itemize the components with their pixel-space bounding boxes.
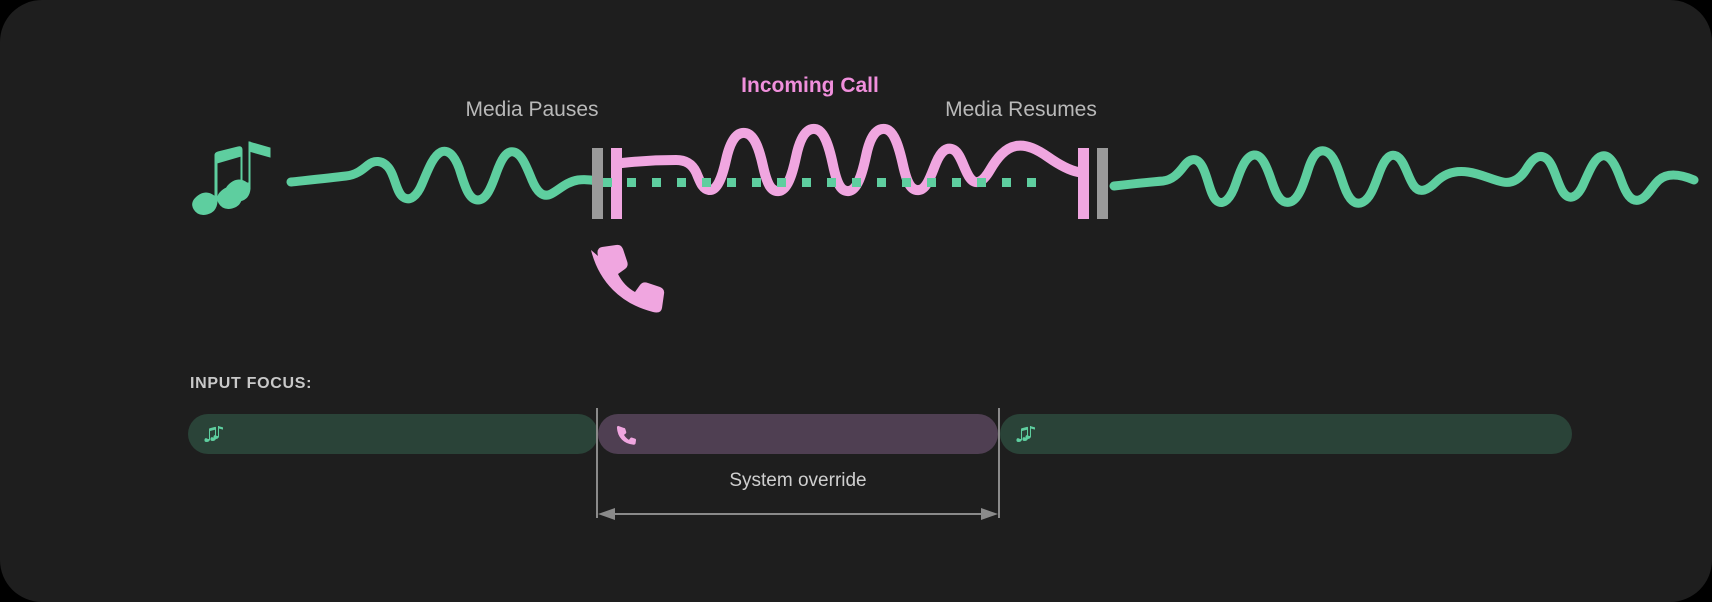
phone-icon [616, 425, 636, 445]
input-focus-heading: INPUT FOCUS: [190, 375, 313, 392]
media-resumes-label: Media Resumes [945, 98, 1097, 121]
focus-track-media-2[interactable] [1000, 414, 1572, 454]
pause-marker-gray [592, 148, 603, 219]
resume-marker-gray [1097, 148, 1108, 219]
music-notes-icon [1016, 426, 1035, 442]
focus-track-media-1[interactable] [188, 414, 598, 454]
music-notes-icon [204, 426, 223, 442]
media-waveform-right [1109, 146, 1699, 208]
override-arrow-head-left [598, 508, 615, 520]
media-waveform-left [286, 146, 602, 205]
music-notes-icon [192, 141, 271, 215]
call-waveform [617, 123, 1083, 197]
focus-track-call[interactable] [598, 414, 998, 454]
pause-marker-pink [611, 148, 622, 219]
incoming-call-label: Incoming Call [741, 74, 879, 97]
system-override-label: System override [729, 470, 867, 491]
phone-icon [591, 244, 665, 313]
input-focus-section: INPUT FOCUS: [0, 330, 1712, 602]
system-override-measure [596, 408, 1000, 520]
media-pauses-label: Media Pauses [465, 98, 599, 121]
muted-media-dots [603, 178, 1036, 187]
resume-marker-pink [1078, 148, 1089, 219]
timeline-graphic [192, 123, 1699, 313]
override-arrow-head-right [981, 508, 998, 520]
audio-timeline: Media Pauses Incoming Call Media Resumes [192, 74, 1699, 313]
